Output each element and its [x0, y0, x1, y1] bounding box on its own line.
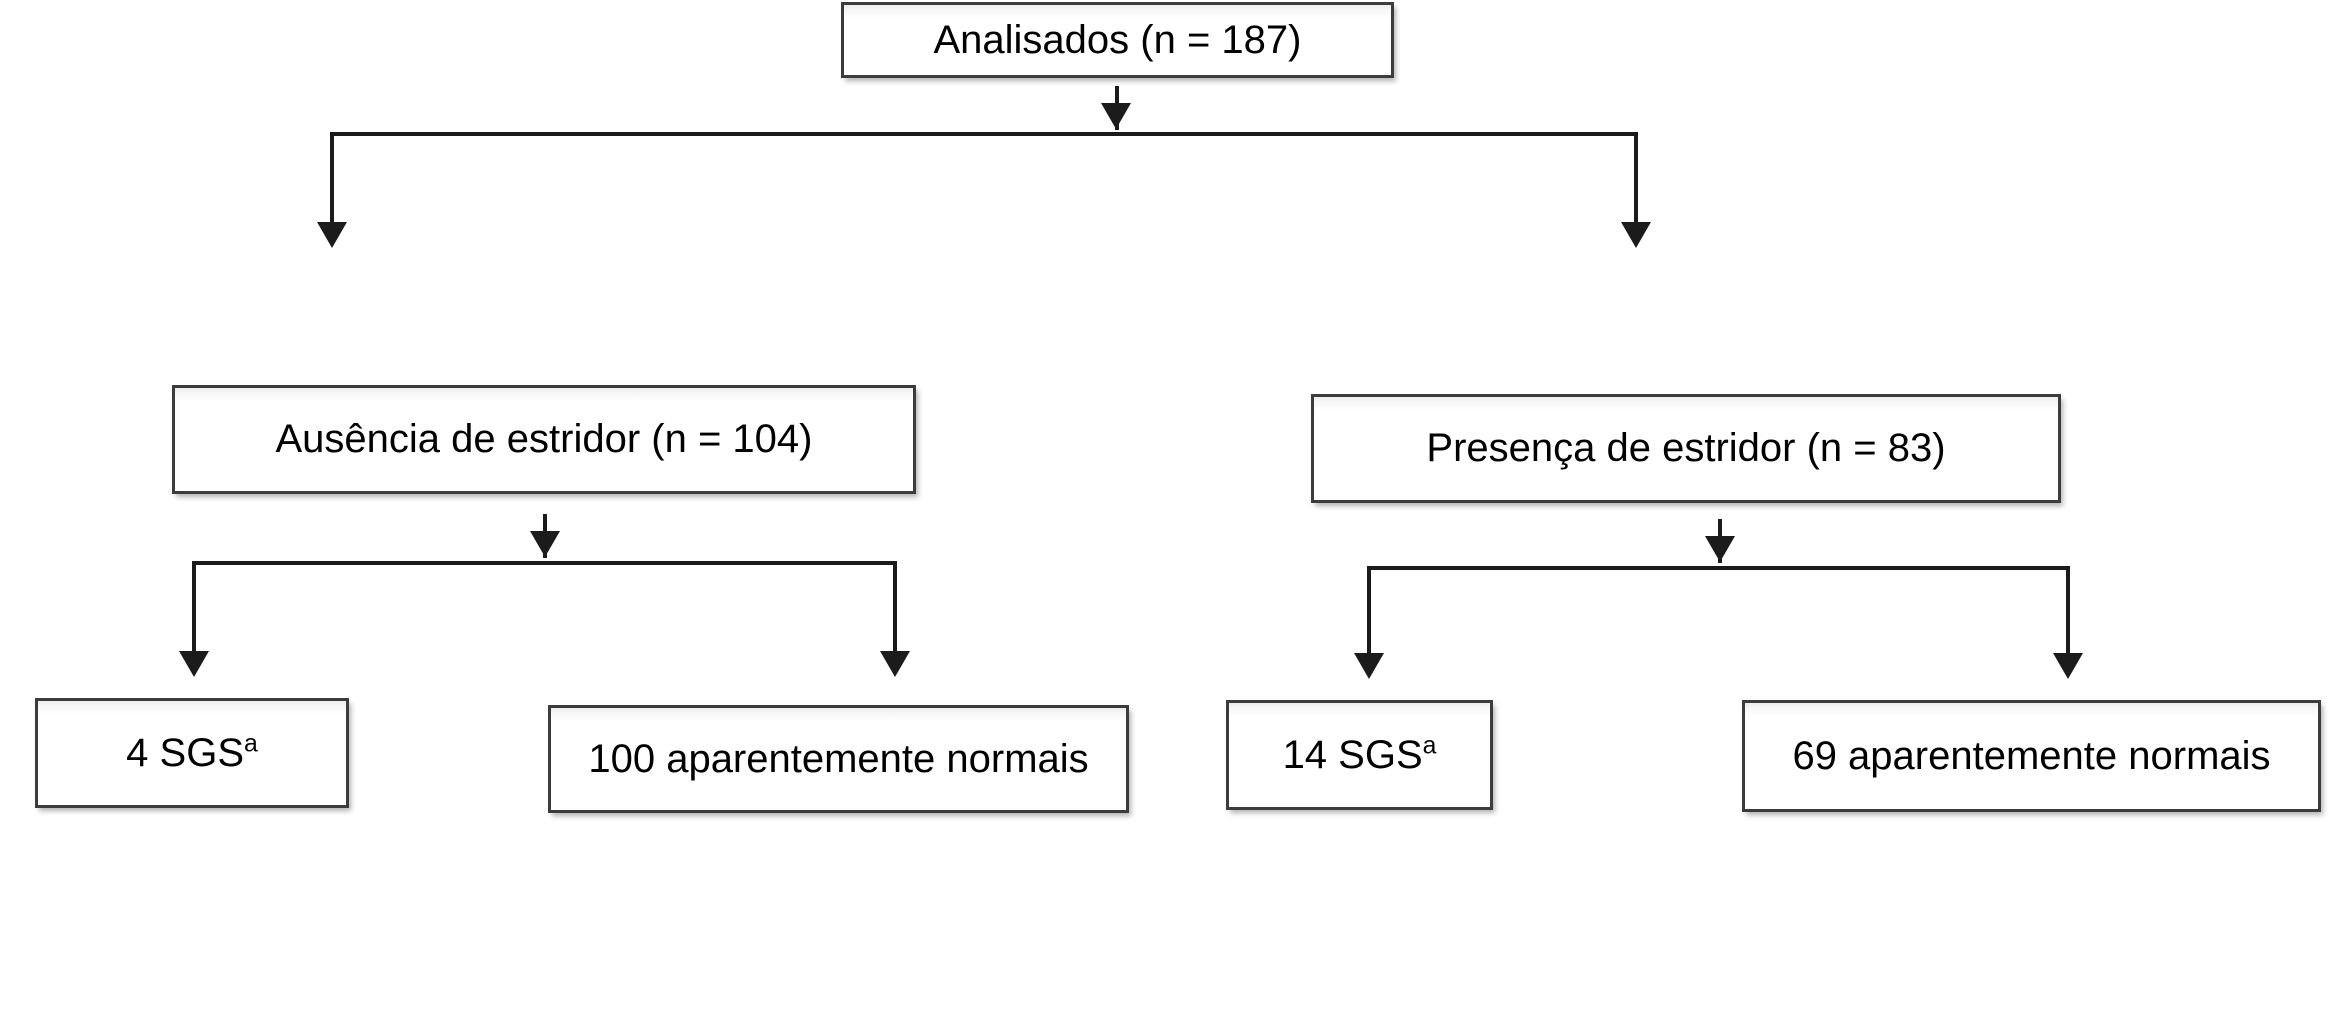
node-ausencia-sgs: 4 SGSa: [35, 698, 349, 808]
connector-absent-stem: [543, 514, 547, 558]
node-presenca-de-estridor: Presença de estridor (n = 83): [1311, 394, 2061, 503]
node-presenca-sgs: 14 SGSa: [1226, 700, 1493, 810]
connector-split-level1-left-arrowhead: [317, 222, 347, 248]
connector-absent-arrowhead: [530, 531, 560, 557]
connector-split-present-right-stem: [2066, 566, 2070, 663]
node-analisados: Analisados (n = 187): [841, 2, 1394, 78]
connector-split-absent-right-stem: [893, 561, 897, 661]
node-presenca-sgs-label: 14 SGSa: [1239, 732, 1480, 778]
node-ausencia-de-estridor-label: Ausência de estridor (n = 104): [275, 417, 813, 462]
connector-present-arrowhead: [1705, 536, 1735, 562]
node-ausencia-sgs-label: 4 SGSa: [48, 730, 336, 776]
node-presenca-aparentemente-normais-label: 69 aparentemente normais: [1792, 733, 2271, 778]
connector-split-present-right-arrowhead: [2053, 653, 2083, 679]
node-presenca-aparentemente-normais: 69 aparentemente normais: [1742, 700, 2321, 812]
connector-split-present-bar: [1367, 566, 2070, 570]
connector-root-arrowhead: [1101, 103, 1131, 129]
connector-split-level1-bar: [330, 132, 1638, 136]
node-presenca-sgs-text: 14 SGS: [1282, 732, 1423, 777]
node-ausencia-aparentemente-normais: 100 aparentemente normais: [548, 705, 1129, 813]
connector-split-level1-right-arrowhead: [1621, 222, 1651, 248]
node-analisados-label: Analisados (n = 187): [933, 17, 1302, 62]
connector-split-level1-right-stem: [1634, 132, 1638, 232]
connector-split-absent-left-stem: [192, 561, 196, 661]
connector-split-level1-left-stem: [330, 132, 334, 232]
node-presenca-de-estridor-label: Presença de estridor (n = 83): [1426, 426, 1946, 471]
node-ausencia-aparentemente-normais-label: 100 aparentemente normais: [588, 736, 1089, 781]
node-ausencia-de-estridor: Ausência de estridor (n = 104): [172, 385, 916, 494]
connector-present-stem: [1718, 519, 1722, 563]
node-ausencia-sgs-text: 4 SGS: [126, 730, 245, 775]
connector-split-absent-left-arrowhead: [179, 651, 209, 677]
node-presenca-sgs-footnote-marker: a: [1422, 732, 1437, 760]
connector-split-present-left-arrowhead: [1354, 653, 1384, 679]
connector-split-absent-right-arrowhead: [880, 651, 910, 677]
connector-split-present-left-stem: [1367, 566, 1371, 663]
connector-split-absent-bar: [192, 561, 897, 565]
connector-root-stem: [1115, 86, 1119, 130]
node-ausencia-sgs-footnote-marker: a: [244, 730, 258, 758]
